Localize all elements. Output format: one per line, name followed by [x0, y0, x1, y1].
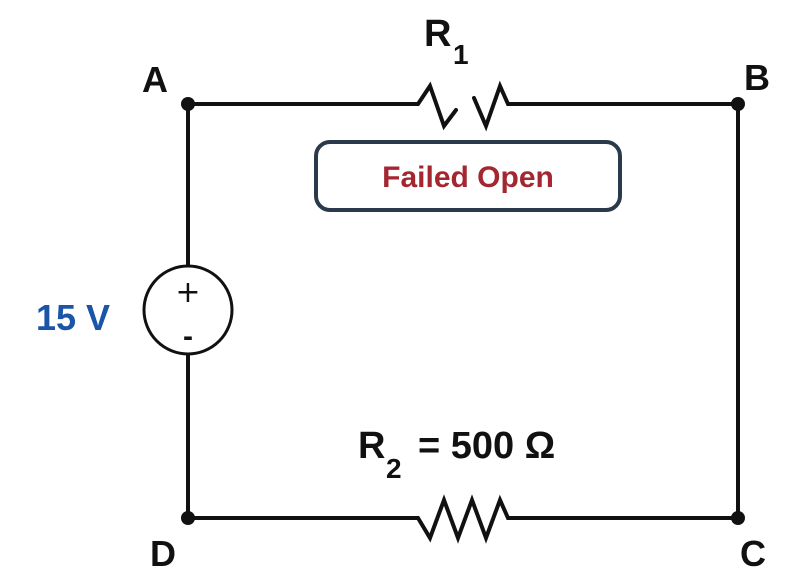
- source-plus-sign: +: [175, 275, 200, 310]
- status-badge: Failed Open: [314, 140, 622, 212]
- r2-label: R 2 = 500 Ω: [358, 425, 555, 484]
- r2-value: = 500 Ω: [418, 425, 555, 467]
- r2-symbol: R: [358, 425, 385, 467]
- source-minus-sign: -: [183, 320, 193, 353]
- node-label-c: C: [740, 533, 766, 574]
- node-dot-a: [181, 97, 195, 111]
- node-dots: [181, 97, 745, 525]
- node-label-a: A: [142, 59, 168, 100]
- r1-symbol: R: [424, 13, 451, 55]
- node-dot-b: [731, 97, 745, 111]
- r1-label: R 1: [424, 13, 469, 70]
- resistor-r1: [406, 80, 514, 132]
- resistor-r2-zigzag: [406, 494, 514, 544]
- node-dot-c: [731, 511, 745, 525]
- resistor-r1-left-half: [406, 81, 458, 131]
- resistor-r2: [406, 494, 514, 544]
- wires: [186, 102, 740, 520]
- status-box: [314, 140, 622, 212]
- r1-subscript: 1: [453, 39, 469, 70]
- voltage-label: 15 V: [36, 297, 110, 338]
- node-label-d: D: [150, 533, 176, 574]
- status-text: Failed Open: [382, 161, 554, 194]
- r2-subscript: 2: [386, 453, 402, 484]
- voltage-source-circle: [142, 264, 234, 356]
- node-label-b: B: [744, 57, 770, 98]
- node-dot-d: [181, 511, 195, 525]
- voltage-source: + -: [142, 264, 234, 356]
- resistor-r1-right-half: [472, 80, 514, 132]
